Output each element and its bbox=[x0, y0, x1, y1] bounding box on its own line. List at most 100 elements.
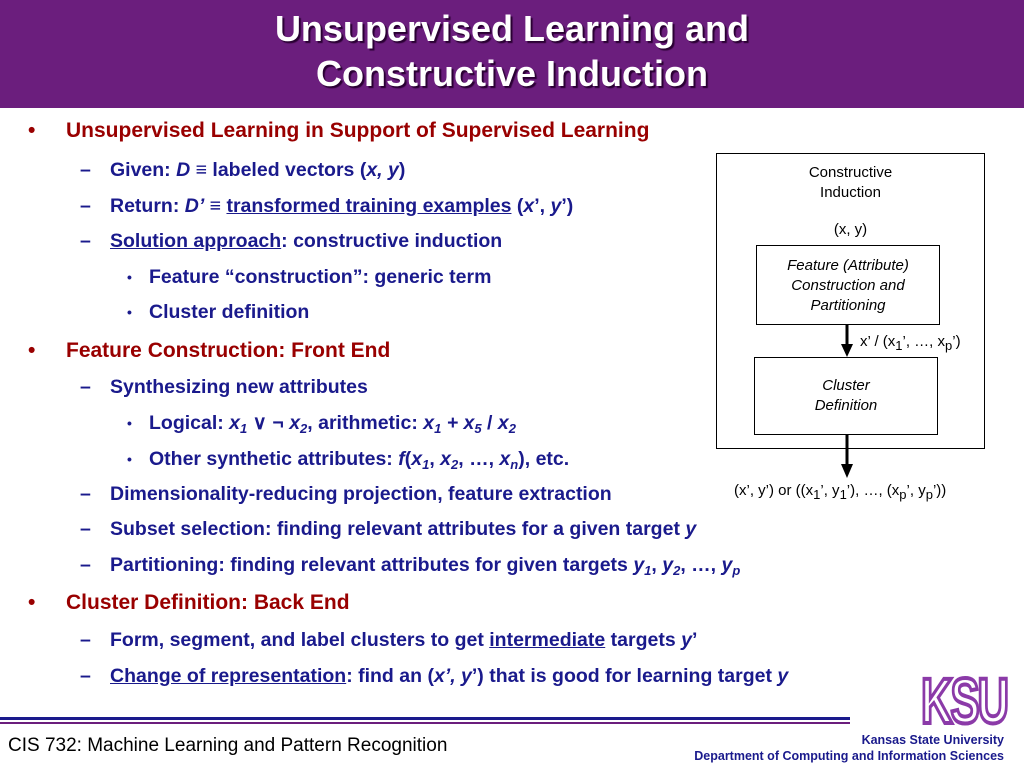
text-run: transformed training examples bbox=[226, 195, 512, 217]
feature-construction-box bbox=[756, 245, 940, 325]
diagram-input-label: (x, y) bbox=[833, 221, 868, 238]
text-run: ’, …, x bbox=[902, 333, 946, 350]
text-run: x bbox=[229, 412, 241, 434]
text-run: x, y bbox=[366, 159, 399, 181]
text-run: ’ bbox=[691, 629, 698, 651]
dash-marker: – bbox=[80, 159, 91, 181]
text-run: y bbox=[662, 554, 674, 576]
text-run: Logical: bbox=[149, 412, 230, 434]
text-run: p bbox=[945, 338, 953, 353]
department-name: Department of Computing and Information … bbox=[694, 749, 1004, 763]
text-run: 1 bbox=[434, 421, 442, 436]
text-run: D’ bbox=[184, 195, 205, 217]
outline-item-dash: Given: D ≡ labeled vectors (x, y) bbox=[110, 158, 405, 182]
intermediate-representation-label: x’ / (x1’, …, xp’) bbox=[860, 332, 961, 356]
course-title: CIS 732: Machine Learning and Pattern Re… bbox=[8, 735, 448, 756]
text-run: ’) bbox=[561, 195, 574, 217]
title-line-2: Constructive Induction bbox=[315, 53, 708, 94]
text-run: , …, bbox=[680, 554, 722, 576]
text-run: x’, y bbox=[433, 665, 472, 687]
diagram-title: Constructive Induction bbox=[716, 163, 985, 203]
text-run: x bbox=[289, 412, 301, 434]
text-run: 2 bbox=[673, 563, 681, 578]
ksu-logo-graphic: KSU bbox=[919, 663, 1012, 739]
text-run: ’), …, (x bbox=[846, 482, 900, 499]
text-run: targets bbox=[605, 629, 682, 651]
text-run: Given: bbox=[110, 159, 177, 181]
dash-marker: – bbox=[80, 376, 91, 398]
outline-item-dash: Dimensionality-reducing projection, feat… bbox=[110, 482, 612, 506]
text-run: D bbox=[176, 159, 191, 181]
text-run: Feature “construction”: generic term bbox=[149, 266, 492, 288]
text-run: 2 bbox=[451, 457, 459, 472]
text-run: Cluster definition bbox=[149, 301, 310, 323]
text-run: (x’, y’) or ((x bbox=[734, 482, 814, 499]
text-run: 1 bbox=[895, 338, 903, 353]
text-run: y bbox=[685, 518, 697, 540]
outline-item-bullet: Feature Construction: Front End bbox=[66, 339, 390, 363]
outline-item-dot: Logical: x1 ∨ ¬ x2, arithmetic: x1 + x5 … bbox=[149, 411, 516, 441]
text-run: ’, y bbox=[820, 482, 840, 499]
text-run: y bbox=[721, 554, 733, 576]
title-line-1: Unsupervised Learning and bbox=[274, 8, 750, 49]
feature-construction-line-3: Partitioning bbox=[810, 297, 886, 314]
text-run: p bbox=[732, 563, 741, 578]
dash-marker: – bbox=[80, 195, 91, 217]
text-run: ’) that is good for learning target bbox=[471, 665, 778, 687]
text-run: x bbox=[423, 412, 435, 434]
text-run: 1 bbox=[644, 563, 652, 578]
text-run: x’ / (x bbox=[860, 333, 896, 350]
feature-construction-label: Feature (Attribute) Construction and Par… bbox=[756, 256, 940, 316]
dash-marker: – bbox=[80, 665, 91, 687]
text-run: x bbox=[523, 195, 535, 217]
arrow-box1-to-box2 bbox=[841, 325, 853, 357]
text-run: Feature Construction: Front End bbox=[66, 339, 391, 362]
bullet-marker: • bbox=[28, 339, 36, 362]
title-bar bbox=[0, 0, 1024, 108]
text-run: Subset selection: finding relevant attri… bbox=[110, 518, 686, 540]
outline-item-dash: Solution approach: constructive inductio… bbox=[110, 229, 502, 253]
text-run: , arithmetic: bbox=[307, 412, 424, 434]
outline-item-dash: Change of representation: find an (x’, y… bbox=[110, 664, 788, 688]
outline-item-dot: Cluster definition bbox=[149, 300, 309, 324]
text-run: 2 bbox=[300, 421, 308, 436]
outline-item-dash: Subset selection: finding relevant attri… bbox=[110, 517, 696, 541]
diagram-title-line-1: Constructive bbox=[808, 164, 893, 181]
text-run: Other synthetic attributes: bbox=[149, 448, 399, 470]
text-run: ), etc. bbox=[518, 448, 570, 470]
text-run: + x bbox=[441, 412, 475, 434]
text-run: y bbox=[633, 554, 645, 576]
cluster-definition-line-2: Definition bbox=[814, 397, 878, 414]
outline-item-dot: Feature “construction”: generic term bbox=[149, 265, 491, 289]
bullet-marker: • bbox=[28, 591, 36, 614]
text-run: ’, bbox=[534, 195, 551, 217]
text-run: y bbox=[550, 195, 562, 217]
text-run: Form, segment, and label clusters to get bbox=[110, 629, 490, 651]
outline-item-bullet: Unsupervised Learning in Support of Supe… bbox=[66, 119, 649, 143]
text-run: x bbox=[411, 448, 423, 470]
dot-marker: • bbox=[127, 269, 132, 285]
dash-marker: – bbox=[80, 554, 91, 576]
text-run: ( bbox=[511, 195, 524, 217]
text-run: ( bbox=[404, 448, 412, 470]
text-run: / bbox=[481, 412, 498, 434]
text-run: n bbox=[510, 457, 519, 472]
ksu-logo-text: KSU bbox=[921, 665, 1007, 733]
outline-item-bullet: Cluster Definition: Back End bbox=[66, 591, 350, 615]
text-run: 1 bbox=[422, 457, 430, 472]
dot-marker: • bbox=[127, 415, 132, 431]
text-run: x bbox=[497, 412, 509, 434]
text-run: p bbox=[899, 487, 907, 502]
text-run: Dimensionality-reducing projection, feat… bbox=[110, 483, 612, 505]
text-run: ’, y bbox=[906, 482, 926, 499]
outline-item-dash: Synthesizing new attributes bbox=[110, 375, 368, 399]
text-run: 1 bbox=[240, 421, 248, 436]
text-run: ) bbox=[398, 159, 406, 181]
text-run: 1 bbox=[839, 487, 847, 502]
text-run: ’)) bbox=[932, 482, 947, 499]
outline-item-dash: Partitioning: finding relevant attribute… bbox=[110, 553, 740, 583]
ksu-logo: KSU bbox=[918, 663, 1012, 739]
text-run: intermediate bbox=[489, 629, 606, 651]
text-run: y bbox=[777, 665, 789, 687]
